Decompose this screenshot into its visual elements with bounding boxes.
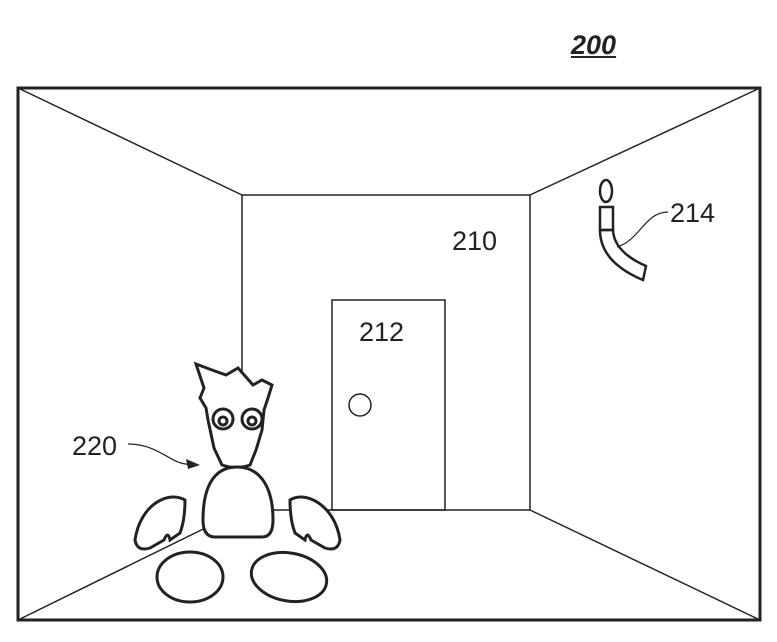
leader-220	[128, 444, 190, 464]
label-door: 212	[359, 317, 404, 348]
figure-number: 200	[571, 30, 616, 61]
label-character: 220	[72, 431, 117, 462]
door-knob	[349, 394, 371, 416]
label-room: 210	[452, 226, 497, 257]
arrowhead-220	[186, 459, 200, 469]
character-icon	[135, 364, 340, 607]
leader-214	[617, 212, 668, 247]
perspective-edges	[18, 88, 760, 620]
outer-frame	[18, 88, 760, 620]
label-wall-device: 214	[670, 198, 715, 229]
